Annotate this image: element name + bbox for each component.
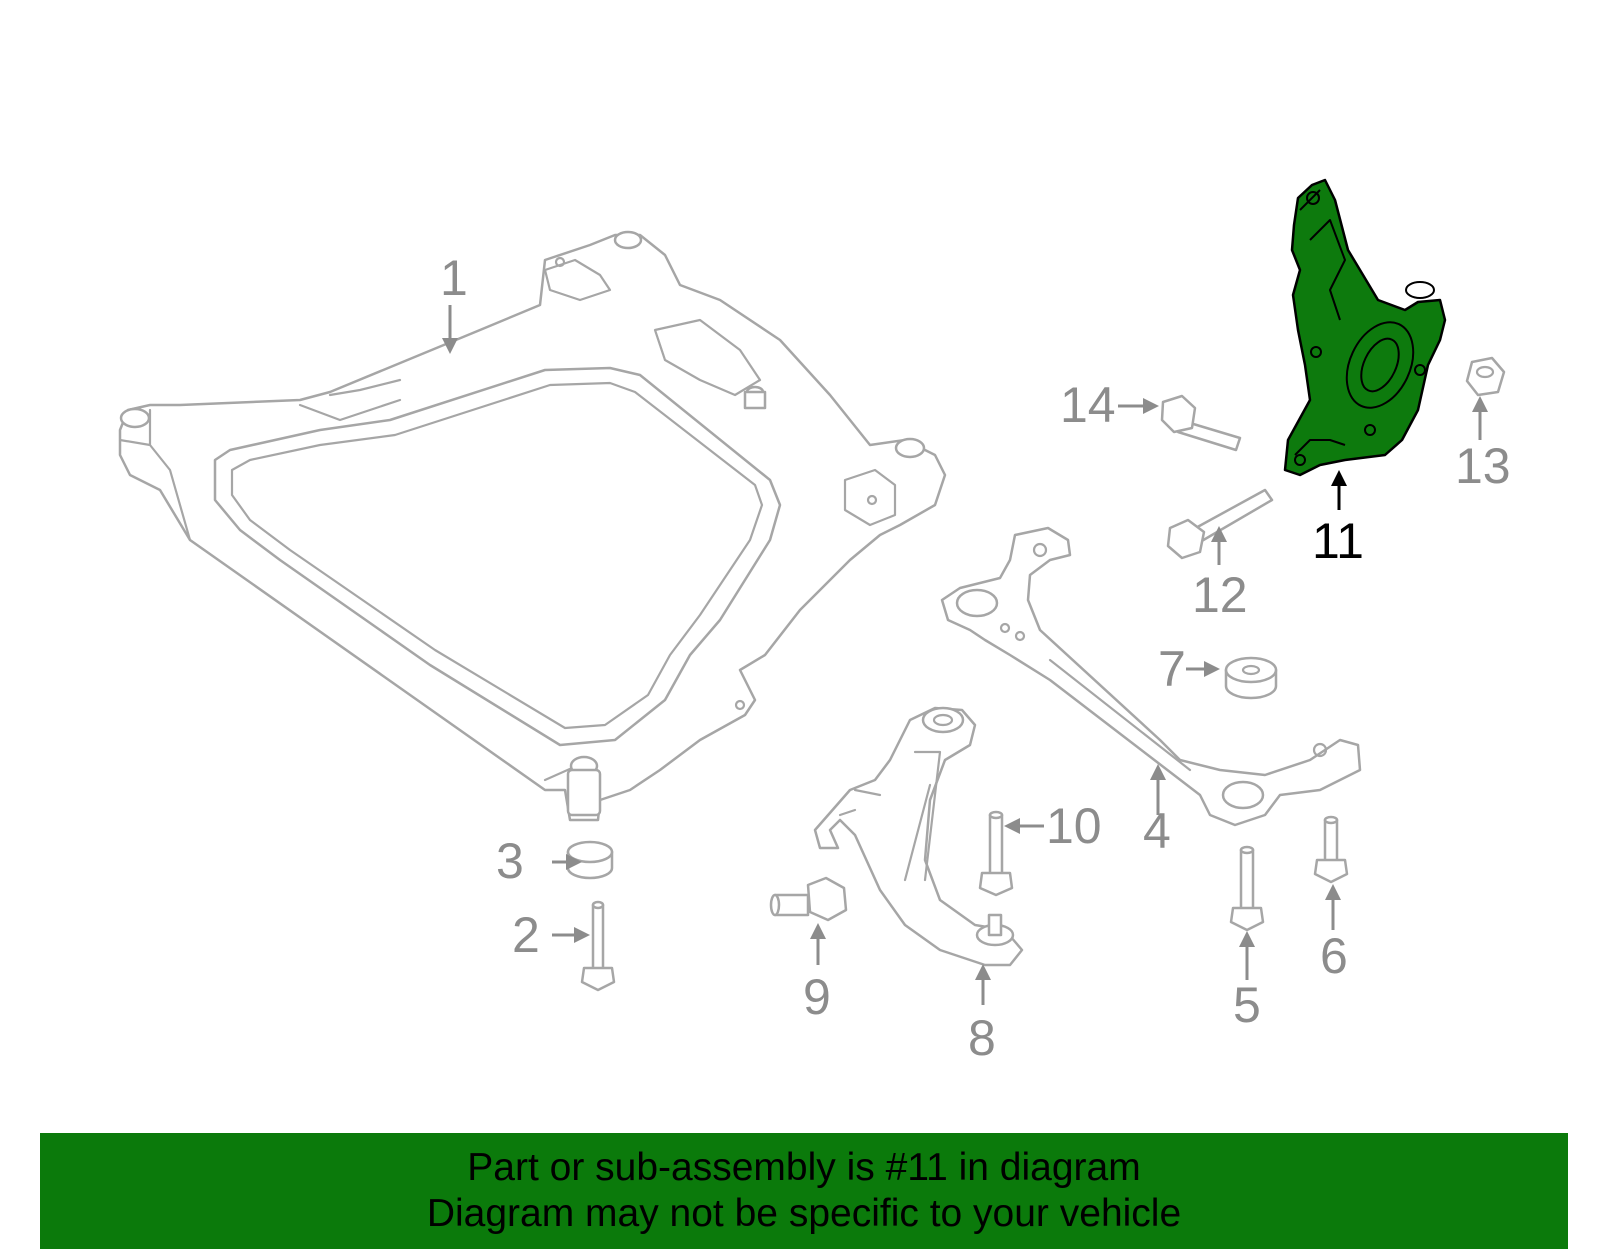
callout-4[interactable]: 4 — [1143, 803, 1171, 859]
part-14-bolt[interactable] — [1160, 394, 1242, 452]
callout-14[interactable]: 14 — [1060, 377, 1116, 433]
callout-8[interactable]: 8 — [968, 1010, 996, 1066]
callout-9[interactable]: 9 — [803, 969, 831, 1025]
callout-labels: 1 2 3 4 5 6 7 8 9 10 11 12 13 14 — [440, 250, 1511, 1066]
part-1-crossmember[interactable] — [118, 230, 947, 822]
callout-6[interactable]: 6 — [1320, 928, 1348, 984]
part-10-bolt[interactable] — [978, 810, 1014, 897]
banner-disclaimer: Diagram may not be specific to your vehi… — [426, 1192, 1182, 1235]
part-3-washer[interactable] — [566, 840, 614, 880]
part-2-bolt[interactable] — [580, 900, 616, 992]
callout-arrows — [442, 305, 1488, 1005]
callout-3[interactable]: 3 — [496, 833, 524, 889]
callout-13[interactable]: 13 — [1455, 438, 1511, 494]
callout-2[interactable]: 2 — [512, 907, 540, 963]
part-6-bolt[interactable] — [1313, 815, 1349, 884]
callout-1[interactable]: 1 — [440, 250, 468, 306]
part-9-bolt[interactable] — [769, 876, 848, 922]
callout-7[interactable]: 7 — [1158, 641, 1186, 697]
part-5-bolt[interactable] — [1229, 845, 1265, 932]
part-12-bolt[interactable] — [1166, 488, 1274, 560]
part-7-washer[interactable] — [1224, 656, 1278, 700]
part-11-steering-knuckle[interactable] — [1283, 178, 1447, 477]
part-4-member[interactable] — [940, 526, 1362, 827]
callout-12[interactable]: 12 — [1192, 567, 1248, 623]
info-banner: Part or sub-assembly is #11 in diagram D… — [40, 1133, 1568, 1249]
callout-10[interactable]: 10 — [1046, 798, 1102, 854]
callout-5[interactable]: 5 — [1233, 977, 1261, 1033]
part-13-nut[interactable] — [1465, 356, 1506, 397]
part-8-control-arm[interactable] — [813, 706, 1024, 967]
banner-part-note: Part or sub-assembly is #11 in diagram — [467, 1146, 1141, 1189]
callout-11[interactable]: 11 — [1312, 513, 1364, 569]
